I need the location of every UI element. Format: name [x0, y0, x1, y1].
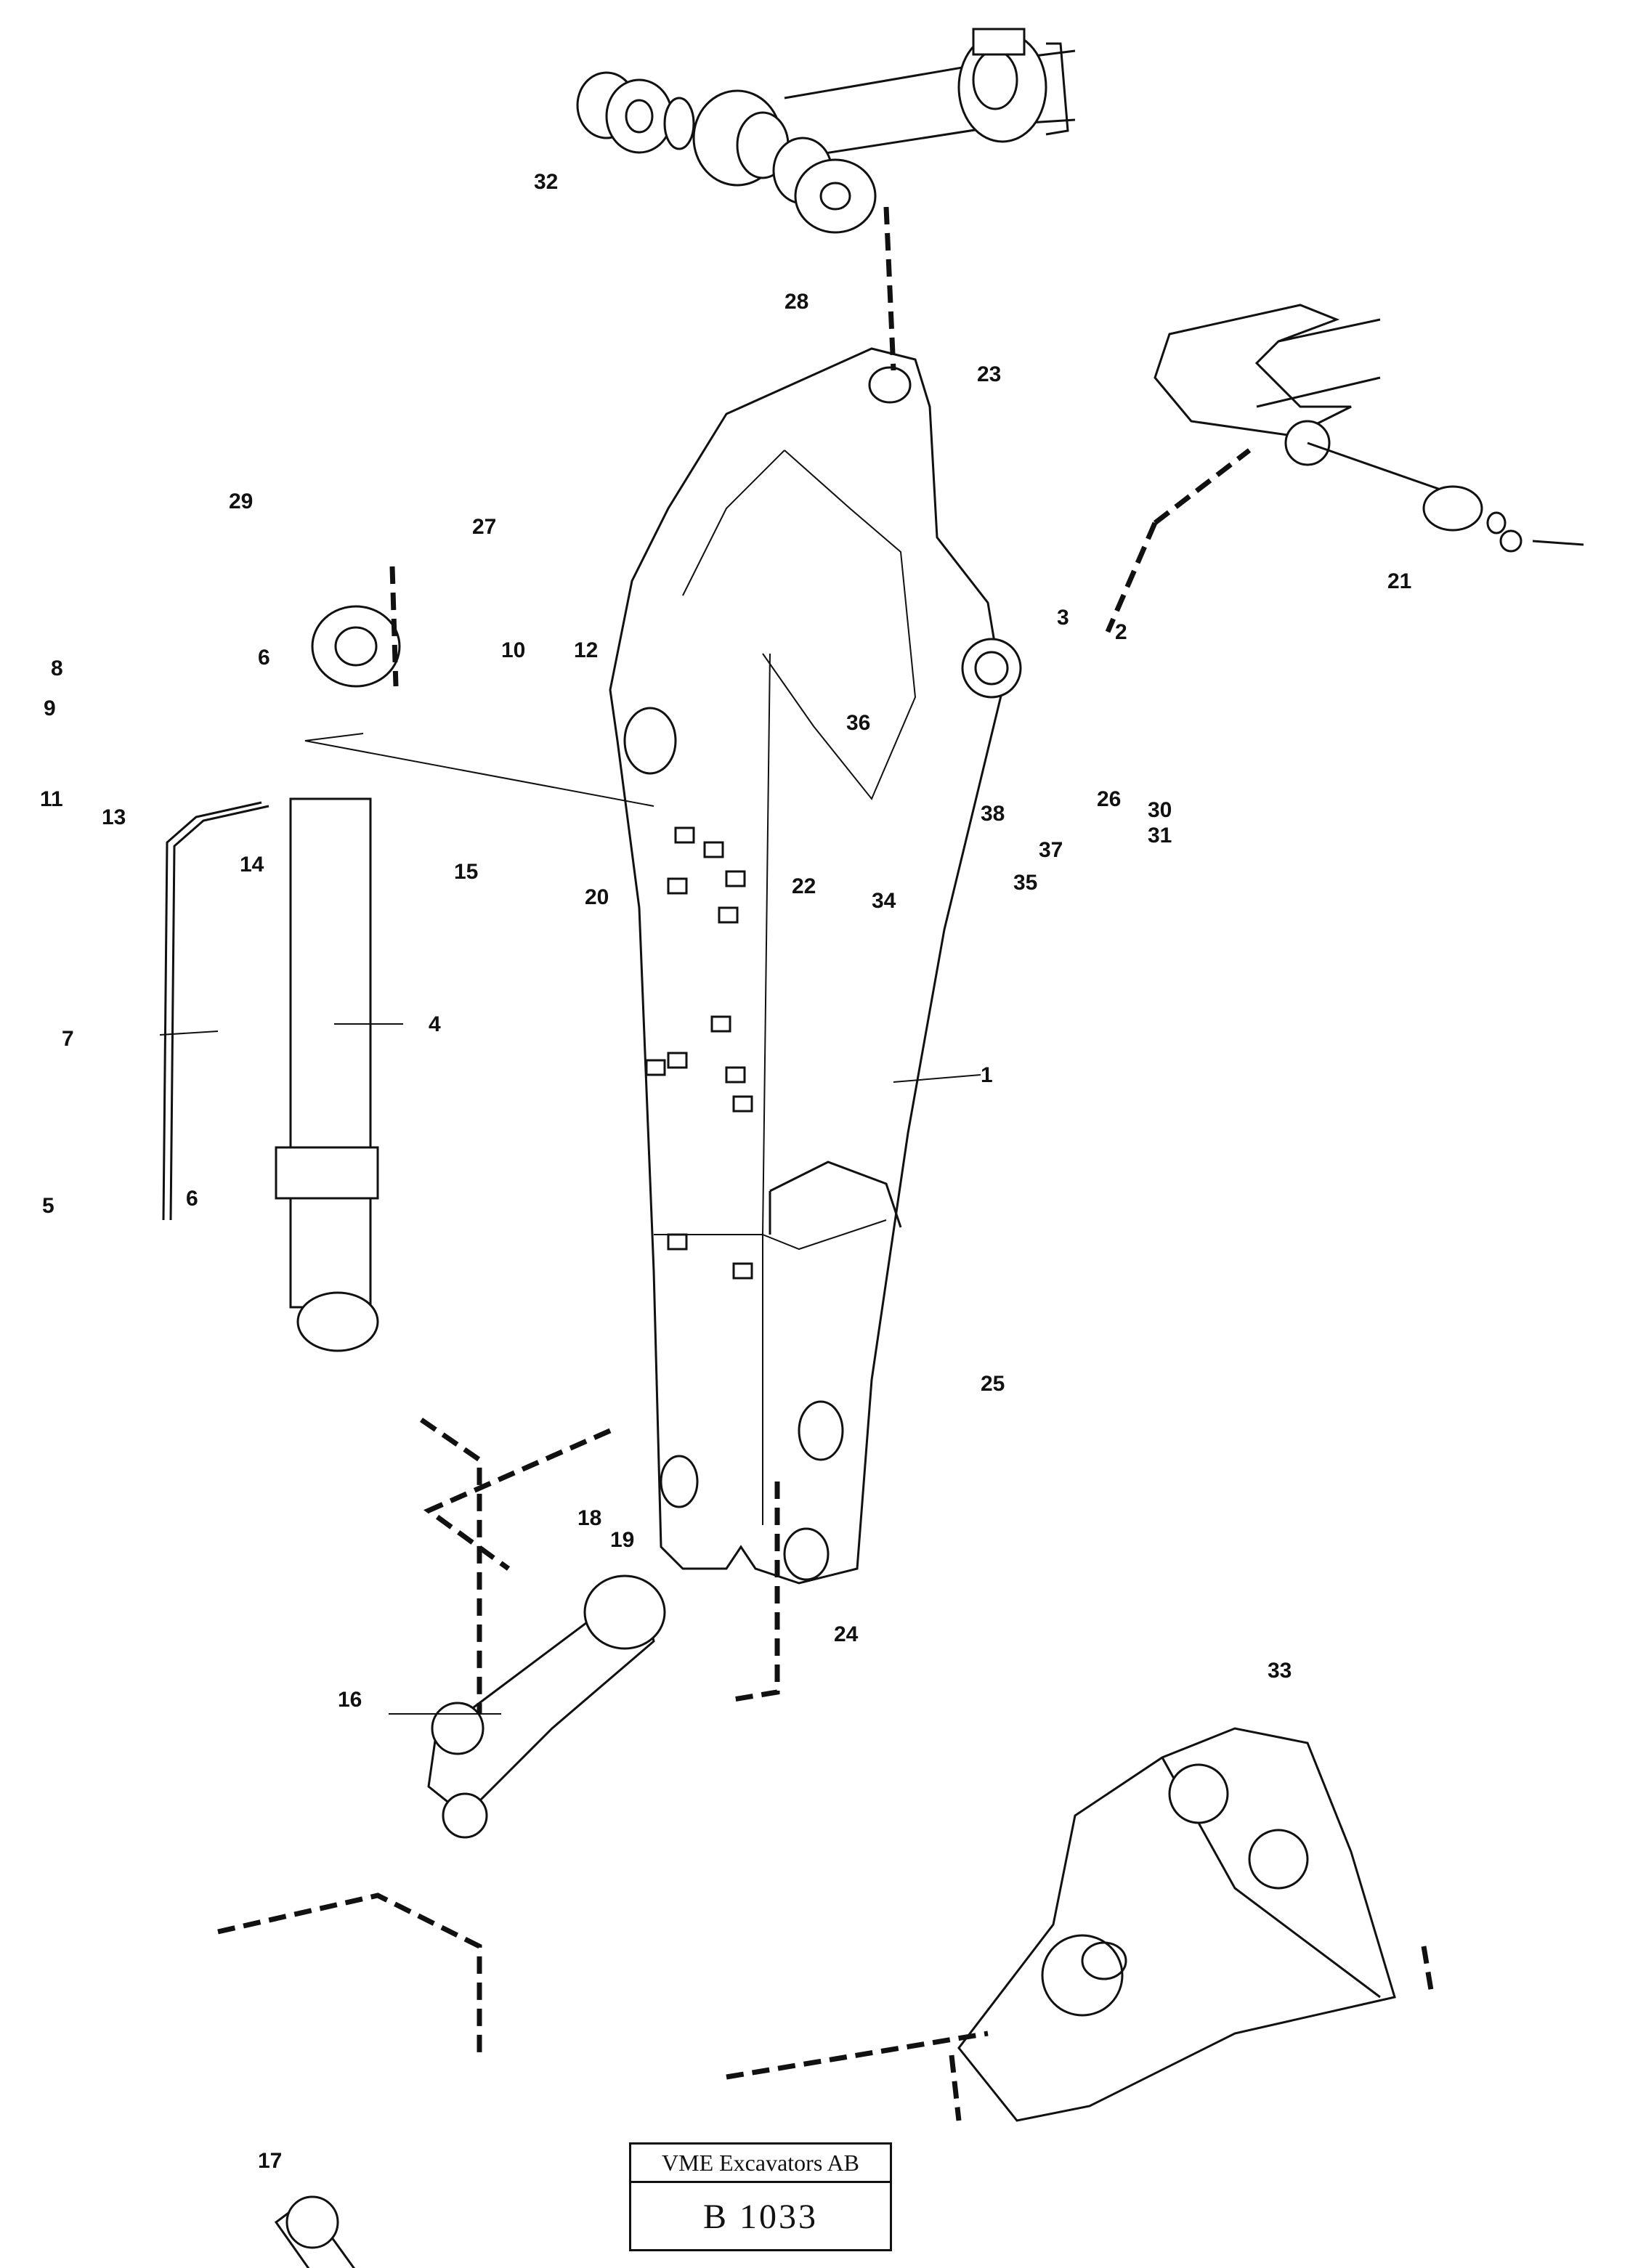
main-boom-body	[609, 347, 1022, 1585]
callout-14: 14	[240, 853, 264, 877]
callout-2: 2	[1115, 620, 1127, 644]
callout-10: 10	[501, 638, 525, 662]
callout-15: 15	[454, 860, 478, 884]
callout-32: 32	[534, 170, 558, 194]
callout-6a: 6	[258, 646, 270, 670]
callout-29: 29	[229, 489, 253, 513]
callout-27: 27	[472, 515, 496, 539]
dashed-guides	[217, 206, 1434, 2121]
company-name: VME Excavators AB	[631, 2145, 890, 2183]
drawing-number: B 1033	[702, 2198, 818, 2236]
callout-3: 3	[1057, 606, 1069, 630]
callout-16: 16	[338, 1688, 362, 1712]
callout-17: 17	[258, 2149, 282, 2173]
callout-37: 37	[1039, 838, 1063, 862]
bucket-assembly	[957, 1727, 1396, 2122]
callout-36: 36	[846, 711, 870, 735]
callout-12: 12	[574, 638, 598, 662]
callout-19: 19	[610, 1528, 634, 1552]
callout-21: 21	[1387, 569, 1411, 593]
callout-9: 9	[44, 696, 56, 720]
callout-30: 30	[1148, 798, 1172, 822]
callout-28: 28	[785, 290, 808, 314]
arm-section	[1154, 304, 1584, 553]
callout-20: 20	[585, 885, 609, 909]
callout-11: 11	[40, 787, 63, 811]
callout-25: 25	[981, 1372, 1005, 1396]
callout-24: 24	[834, 1622, 859, 1646]
callout-13: 13	[102, 805, 126, 829]
part-callouts: 1 2 3 4 5 6 6 7 8 9 10 11 12 13 14 15 16…	[40, 170, 1411, 2173]
callout-7: 7	[62, 1027, 74, 1051]
callout-22: 22	[792, 874, 816, 898]
linkage	[274, 1574, 666, 2268]
callout-31: 31	[1148, 824, 1172, 848]
leader-lines	[159, 733, 981, 1715]
callout-18: 18	[577, 1506, 601, 1530]
callout-8: 8	[51, 657, 63, 680]
callout-38: 38	[981, 802, 1005, 826]
callout-1: 1	[981, 1063, 993, 1087]
callout-23: 23	[977, 362, 1001, 386]
callout-35: 35	[1013, 871, 1037, 895]
cylinder-4	[275, 605, 401, 1352]
callout-34: 34	[872, 889, 896, 913]
pipe-7	[162, 801, 269, 1221]
callout-4: 4	[429, 1012, 441, 1036]
top-cylinder-assembly	[576, 28, 1076, 234]
callout-33: 33	[1268, 1659, 1292, 1683]
title-block: VME Excavators AB B 1033	[629, 2142, 892, 2251]
callout-5: 5	[42, 1194, 54, 1218]
callout-26: 26	[1097, 787, 1121, 811]
callout-6b: 6	[186, 1187, 198, 1211]
